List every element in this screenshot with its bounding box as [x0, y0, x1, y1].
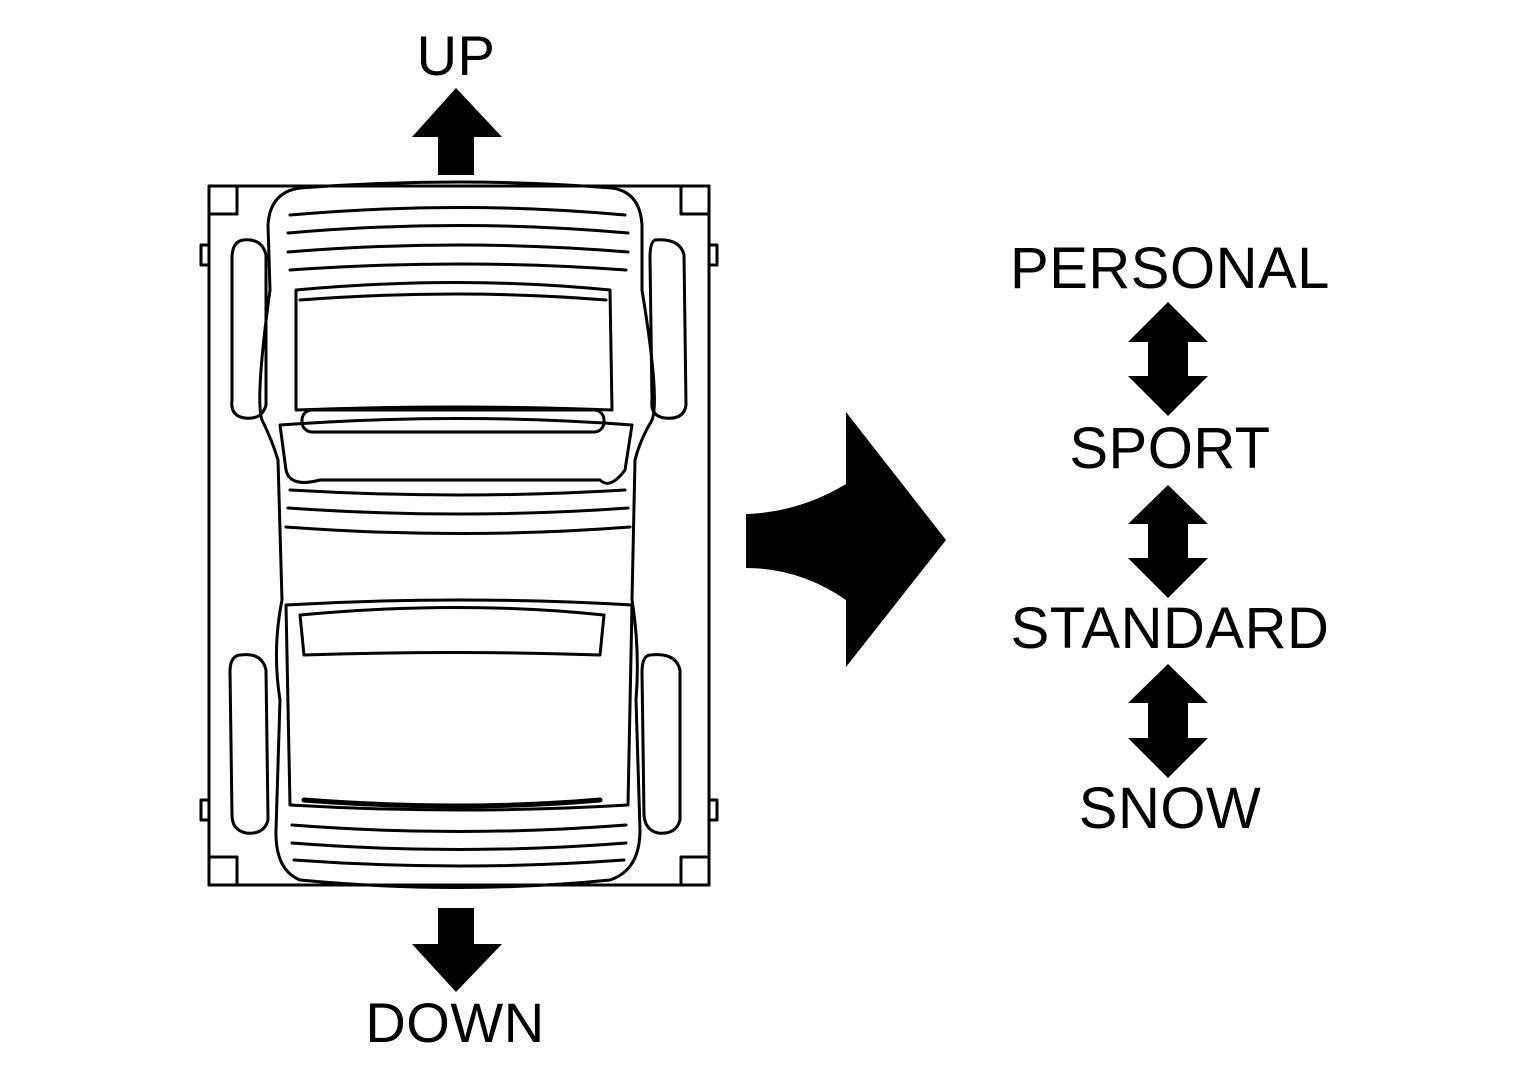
mode-personal-label: PERSONAL — [1010, 236, 1330, 301]
mode-standard-label: STANDARD — [1010, 596, 1330, 661]
up-label: UP — [416, 24, 496, 87]
double-arrow-vertical-icon — [1128, 302, 1208, 416]
arrow-down-icon — [412, 908, 502, 992]
mode-snow-label: SNOW — [1078, 776, 1262, 841]
arrow-right-icon — [746, 412, 946, 667]
mode-sport-label: SPORT — [1069, 416, 1271, 481]
double-arrow-vertical-icon — [1128, 485, 1208, 598]
arrow-up-icon — [412, 88, 502, 175]
car-top-view-icon — [199, 180, 719, 889]
down-label: DOWN — [365, 991, 545, 1054]
double-arrow-vertical-icon — [1128, 664, 1208, 778]
